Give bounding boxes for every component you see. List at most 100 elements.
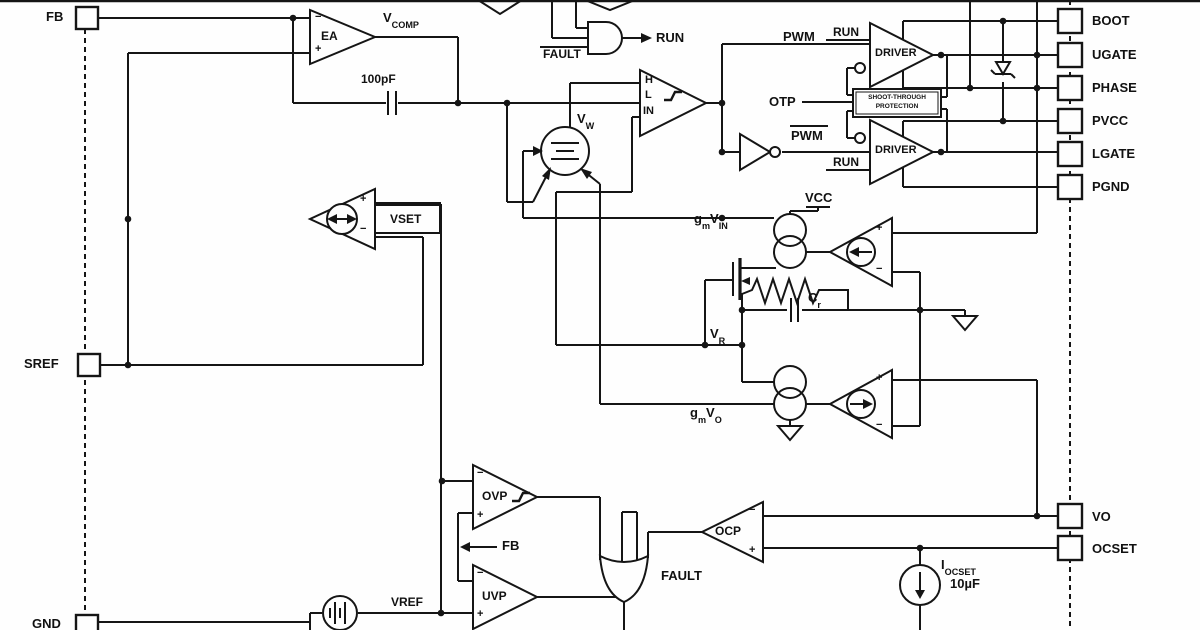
- upper-conveyor-circle: [846, 237, 876, 267]
- iocset-value-label: 10µF: [950, 576, 980, 591]
- pin-pgnd: [1056, 173, 1084, 201]
- wires-run-logic: [477, 0, 648, 48]
- run-and-gate: [587, 21, 623, 55]
- ovp-label: OVP: [482, 489, 508, 503]
- ovp-hysteresis-icon: [512, 491, 530, 503]
- vref-label: VREF: [391, 595, 424, 609]
- ocp-label: OCP: [715, 524, 742, 538]
- vw-input-arrow-left: [533, 146, 543, 156]
- upper-conveyor-arrow-head: [849, 247, 859, 257]
- window-comparator-triangle: [639, 68, 709, 138]
- upper-driver-triangle: [869, 21, 936, 89]
- zener-diode-triangle: [994, 61, 1012, 76]
- lower-conveyor-arrow-head: [863, 399, 873, 409]
- ovp-minus-sign: −: [477, 467, 484, 479]
- pin-label-sref: SREF: [24, 356, 59, 371]
- ea-plus-sign: +: [315, 43, 322, 55]
- pin-label-ugate: UGATE: [1092, 47, 1137, 62]
- ea-label: EA: [321, 29, 338, 43]
- otp-label: OTP: [769, 94, 796, 109]
- pin-label-fb: FB: [46, 9, 64, 24]
- shoot-through-box-outer: [852, 88, 942, 118]
- vset-arrow-right-head: [347, 214, 357, 224]
- zener-diode-bar: [990, 69, 1016, 79]
- ovp-plus-sign: +: [477, 509, 484, 521]
- run-top-label: RUN: [656, 30, 685, 45]
- compensation-cap-label: 100pF: [361, 72, 396, 86]
- hysteresis-icon: [664, 90, 682, 102]
- pin-lgate: [1056, 140, 1084, 168]
- gmvo-label: gmVO: [690, 405, 722, 425]
- upper-conveyor-plus: +: [876, 222, 883, 234]
- uvp-label: UVP: [482, 589, 507, 603]
- ea-minus-sign: −: [315, 11, 322, 23]
- fault-or-gate: [598, 554, 650, 604]
- vw-input-arrow-bottom-left: [542, 167, 551, 180]
- iocset-label: IOCSET: [941, 557, 976, 577]
- shoot-through-box-inner: [855, 91, 939, 115]
- gmvo-current-source-circle2: [773, 387, 807, 421]
- vset-box: [374, 204, 441, 234]
- ocp-comparator-triangle: [699, 500, 764, 564]
- pin-sref: [76, 352, 102, 378]
- vset-plus-sign: +: [360, 193, 367, 205]
- ovp-comparator-triangle: [472, 463, 540, 531]
- pin-label-ocset: OCSET: [1092, 541, 1137, 556]
- vref-battery-glyph: [329, 602, 346, 624]
- vr-label: VR: [710, 326, 726, 346]
- pin-phase: [1056, 74, 1084, 102]
- vw-window-source-glyph: [551, 142, 579, 160]
- comparator-in-label: IN: [643, 105, 654, 117]
- pwm-inverter-triangle: [739, 132, 772, 172]
- ocp-plus-sign: +: [749, 544, 756, 556]
- shoot-through-label-line2: PROTECTION: [875, 103, 919, 110]
- inverter-bubble: [769, 146, 781, 158]
- stp-bubble-upper: [854, 62, 866, 74]
- junction-dots: [124, 14, 1041, 617]
- pin-boot: [1056, 7, 1084, 35]
- lower-conveyor-plus: +: [876, 372, 883, 384]
- lower-conveyor-circle: [846, 389, 876, 419]
- comparator-h-label: H: [645, 74, 653, 86]
- uvp-comparator-triangle: [472, 563, 540, 630]
- pin-ocset: [1056, 534, 1084, 562]
- pwm-bar-label: PWM: [791, 128, 823, 143]
- wires-modulator-section: [506, 43, 870, 405]
- wires-driver-section: [802, 0, 1058, 188]
- gmvin-current-source-circle2: [773, 235, 807, 269]
- uvp-minus-sign: −: [477, 567, 484, 579]
- pin-fb: [74, 5, 100, 31]
- lower-driver-triangle: [869, 118, 936, 186]
- run-upper-label: RUN: [833, 25, 859, 39]
- pin-label-pvcc: PVCC: [1092, 113, 1129, 128]
- pin-label-vo: VO: [1092, 509, 1111, 524]
- pin-label-lgate: LGATE: [1092, 146, 1136, 161]
- pin-label-gnd: GND: [32, 616, 61, 630]
- vcc-label: VCC: [805, 190, 833, 205]
- upper-conveyor-minus: −: [876, 263, 883, 275]
- wires-feedback-section: [98, 17, 640, 630]
- resistor-zigzag: [741, 275, 849, 310]
- run-lower-label: RUN: [833, 155, 859, 169]
- pin-label-phase: PHASE: [1092, 80, 1137, 95]
- mosfet-body-arrow: [741, 277, 750, 285]
- gmvin-label: gmVIN: [694, 211, 728, 231]
- pin-ugate: [1056, 41, 1084, 69]
- ocp-minus-sign: −: [749, 504, 756, 516]
- vw-input-arrow-bottom-right: [580, 168, 592, 179]
- lower-driver-label: DRIVER: [875, 144, 917, 156]
- shoot-through-label-line1: SHOOT-THROUGH: [868, 94, 926, 101]
- ea-amplifier-triangle: [309, 8, 378, 66]
- wires-ripple-section: [742, 0, 1038, 516]
- comparator-l-label: L: [645, 89, 652, 101]
- capacitor-cr-plates: [790, 298, 799, 322]
- gmvin-current-source-circle1: [773, 213, 807, 247]
- gmvo-current-source-circle1: [773, 365, 807, 399]
- uvp-plus-sign: +: [477, 608, 484, 620]
- pin-label-boot: BOOT: [1092, 13, 1130, 28]
- vcomp-label: VCOMP: [383, 10, 419, 30]
- ground-symbol-cr: [950, 315, 980, 332]
- pin-pvcc: [1056, 107, 1084, 135]
- upper-driver-label: DRIVER: [875, 47, 917, 59]
